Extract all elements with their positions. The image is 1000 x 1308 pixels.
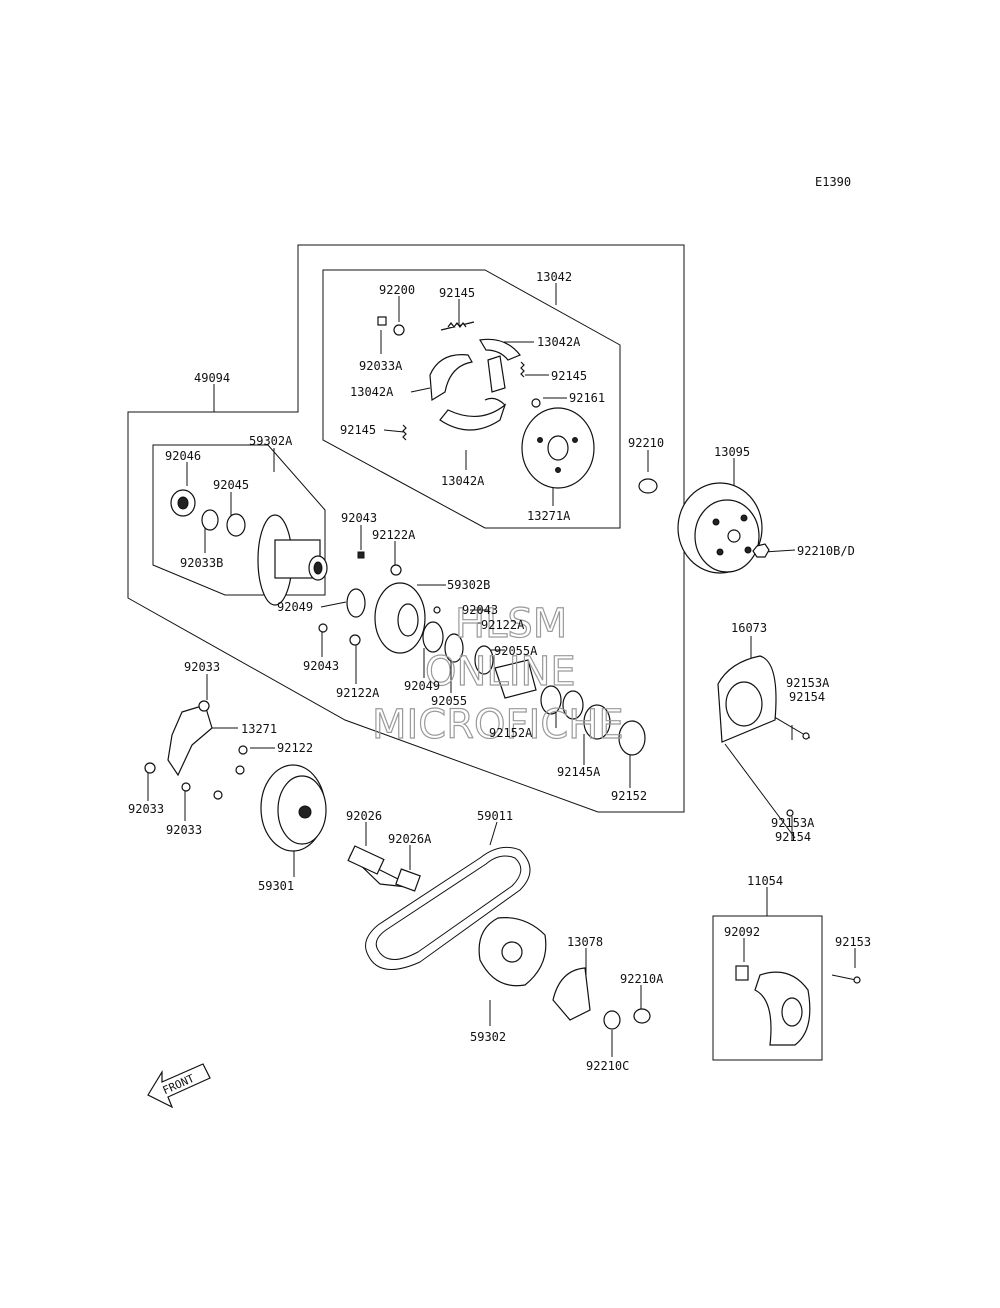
part-label: 92049 (404, 679, 440, 693)
part-label: 92033 (184, 660, 220, 674)
part-label: 92152 (611, 789, 647, 803)
part-label: 13078 (567, 935, 603, 949)
assembly-outline-59302A (152, 444, 326, 596)
assembly-outline-49094 (127, 244, 685, 813)
part-label: 92049 (277, 600, 313, 614)
leader-lines (147, 283, 856, 1057)
part-label: 92210C (586, 1059, 629, 1073)
part-label: 92033 (166, 823, 202, 837)
movable-sheave-assembly (144, 700, 327, 852)
kickstart-plate-11054 (735, 965, 861, 1046)
watermark-line1: HLSM (455, 601, 567, 647)
part-label: 92026A (388, 832, 432, 846)
cover-plate-16073 (717, 655, 810, 817)
clutch-shoe-assembly (377, 316, 595, 489)
part-label: 92210A (620, 972, 664, 986)
part-labels: 13042 92200 92145 13042A 92033A 13042A 9… (128, 270, 871, 1073)
part-label: 92122 (277, 741, 313, 755)
part-label: 92055A (494, 644, 538, 658)
part-label: 59011 (477, 809, 513, 823)
part-label: 13042A (350, 385, 394, 399)
part-label: 13042A (441, 474, 485, 488)
part-label: 92153A (771, 816, 815, 830)
part-label: 92045 (213, 478, 249, 492)
part-label: 92046 (165, 449, 201, 463)
watermark-line3: MICROFICHE (372, 702, 624, 748)
part-label: 92200 (379, 283, 415, 297)
part-label: 59302B (447, 578, 490, 592)
part-label: 92043 (341, 511, 377, 525)
front-arrow-icon: FRONT (147, 1063, 211, 1109)
part-label: 92210B/D (797, 544, 855, 558)
part-label: 59301 (258, 879, 294, 893)
part-label: 92145A (557, 765, 601, 779)
part-label: 13271A (527, 509, 571, 523)
part-label: 92161 (569, 391, 605, 405)
diagram-code: E1390 (815, 175, 851, 189)
part-label: 92153A (786, 676, 830, 690)
part-label: 13095 (714, 445, 750, 459)
part-label: 92154 (775, 830, 811, 844)
part-label: 16073 (731, 621, 767, 635)
part-label: 92043 (303, 659, 339, 673)
part-label: 92153 (835, 935, 871, 949)
part-label: 92043 (462, 603, 498, 617)
part-label: 13042 (536, 270, 572, 284)
watermark: HLSM ONLINE MICROFICHE (371, 600, 624, 748)
part-label: 92055 (431, 694, 467, 708)
part-label: 92145 (340, 423, 376, 437)
part-label: 59302A (249, 434, 293, 448)
part-label: 92122A (372, 528, 416, 542)
part-label: 92033 (128, 802, 164, 816)
clutch-housing (677, 482, 770, 574)
part-label: 11054 (747, 874, 783, 888)
part-label: 92145 (551, 369, 587, 383)
part-label: 92210 (628, 436, 664, 450)
part-label: 59302 (470, 1030, 506, 1044)
part-label: 92026 (346, 809, 382, 823)
part-label: 92033B (180, 556, 223, 570)
watermark-line2: ONLINE (425, 649, 576, 695)
part-label: 92152A (489, 726, 533, 740)
part-label: 92154 (789, 690, 825, 704)
part-label: 92122A (481, 618, 525, 632)
part-label: 49094 (194, 371, 230, 385)
part-label: 13271 (241, 722, 277, 736)
part-label: 92092 (724, 925, 760, 939)
belt-and-fan (347, 845, 651, 1030)
part-label: 92145 (439, 286, 475, 300)
part-label: 92122A (336, 686, 380, 700)
part-label: 92033A (359, 359, 403, 373)
part-label: 13042A (537, 335, 581, 349)
drive-pulley-assembly (170, 478, 658, 756)
assembly-outline-13042 (322, 269, 621, 529)
